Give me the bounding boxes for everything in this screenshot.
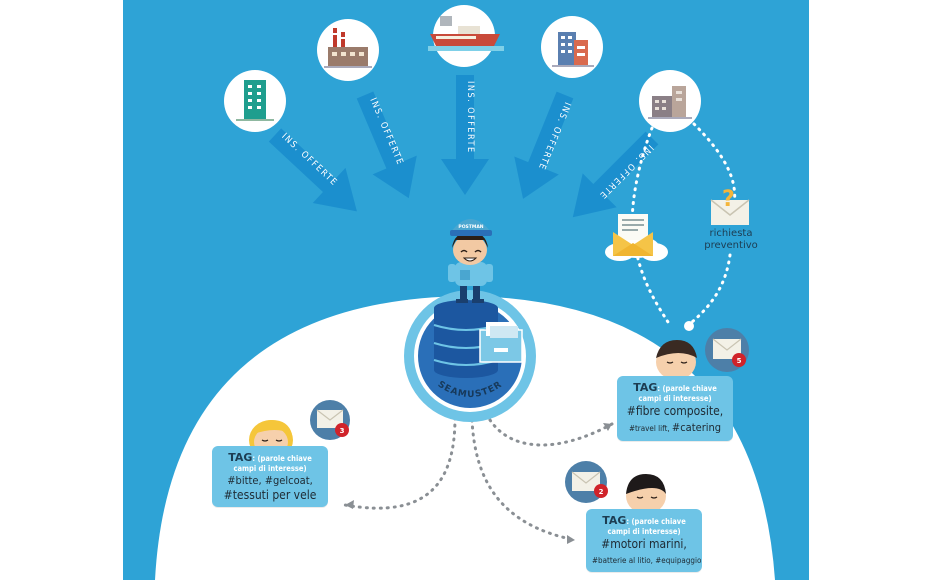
ship-icon	[428, 16, 504, 51]
building-ship	[428, 5, 504, 67]
tag-keywords-1: #fibre composite,	[626, 404, 724, 418]
question-mark-icon: ?	[722, 187, 735, 212]
notification-badge	[335, 423, 349, 437]
building-apartment	[541, 16, 603, 78]
dotted-path-user-left	[343, 416, 457, 510]
dotted-path-user-right	[488, 418, 614, 447]
notification-badge	[594, 484, 608, 498]
tag-keyword-small: #travel lift,	[628, 424, 672, 433]
badge-count: 5	[737, 357, 742, 365]
tag-subtitle: : (parole chiave	[657, 384, 717, 393]
tag-keyword-small: #batterie al litio,	[592, 556, 656, 565]
user-right: 5	[656, 328, 749, 380]
tag-subtitle-2: campi di interesse)	[607, 527, 681, 536]
tag-keywords-2: #tessuti per vele	[223, 488, 317, 502]
building-office-tower	[224, 70, 286, 132]
factory-icon	[324, 28, 372, 68]
open-envelope-icon	[613, 214, 653, 256]
tag-card-bottom: TAG: (parole chiave campi di interesse) …	[586, 509, 702, 572]
arrow-3: INS. OFFERTE	[441, 75, 489, 195]
warehouse-icon	[648, 86, 692, 119]
arrow-3-label: INS. OFFERTE	[465, 81, 475, 154]
tag-keywords-1: #bitte, #gelcoat,	[227, 474, 313, 487]
tag-keywords-2: #batterie al litio, #equipaggio	[592, 552, 701, 567]
tag-card-left: TAG: (parole chiave campi di interesse) …	[212, 446, 328, 507]
dotted-path-user-bottom	[470, 418, 577, 542]
tag-title: TAG	[633, 381, 658, 394]
tag-keywords-2: #travel lift, #catering	[623, 419, 727, 436]
tag-keyword: #catering	[671, 421, 722, 434]
tag-keyword: #equipaggio	[655, 556, 702, 565]
office-tower-icon	[236, 80, 274, 121]
tag-subtitle-2: campi di interesse)	[233, 464, 307, 473]
badge-count: 3	[340, 427, 345, 435]
building-factory	[317, 19, 379, 81]
user-bottom: 2	[565, 461, 666, 514]
postman-cap-label: POSTMAN	[458, 224, 483, 230]
seamuster-hub: SEAMUSTER	[404, 290, 536, 422]
dotted-path-offers	[630, 126, 670, 324]
tag-title: TAG	[228, 451, 253, 464]
request-quote-label: richiesta preventivo	[700, 228, 762, 252]
request-line-1: richiesta	[709, 228, 753, 239]
tag-card-right: TAG: (parole chiave campi di interesse) …	[617, 376, 733, 441]
tag-subtitle: : (parole chiave	[626, 517, 686, 526]
offer-mail-cloud	[605, 214, 668, 261]
apartment-building-icon	[552, 32, 594, 67]
request-line-2: preventivo	[704, 240, 758, 251]
tag-keywords-1: #motori marini,	[601, 537, 687, 551]
tag-title: TAG	[602, 514, 627, 527]
tag-subtitle: : (parole chiave	[252, 454, 312, 463]
request-quote: ?	[710, 187, 750, 225]
dotted-path-request	[690, 122, 737, 324]
badge-count: 2	[599, 488, 604, 496]
notification-badge	[732, 353, 746, 367]
tag-subtitle-2: campi di interesse)	[638, 394, 712, 403]
file-drawer-icon	[479, 322, 523, 363]
postman-mascot: POSTMAN	[448, 219, 493, 303]
building-warehouse	[639, 70, 701, 132]
dotted-path-end	[684, 321, 694, 331]
